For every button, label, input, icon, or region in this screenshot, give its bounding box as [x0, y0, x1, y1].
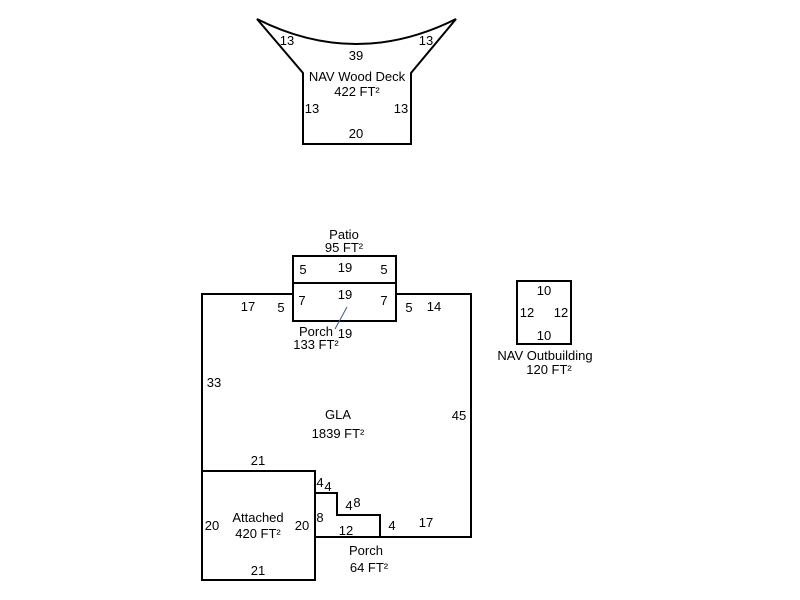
area-name: Porch [349, 543, 383, 558]
outbuilding-area[interactable]: 10 12 12 10 NAV Outbuilding 120 FT² [497, 280, 593, 377]
dimension-label: 39 [349, 48, 363, 63]
dimension-label: 4 [345, 498, 352, 513]
dimension-label: 10 [537, 283, 551, 298]
dimension-label: 20 [205, 518, 219, 533]
patio-area[interactable]: Patio 95 FT² 5 19 5 [292, 227, 397, 284]
dimension-label: 4 [388, 518, 395, 533]
dimension-label: 4 [316, 475, 323, 490]
dimension-label: 8 [353, 495, 360, 510]
label-pointer [334, 306, 348, 330]
dimension-label: 21 [251, 453, 265, 468]
dimension-label: 5 [299, 262, 306, 277]
area-size: 420 FT² [235, 526, 281, 541]
area-name: NAV Outbuilding [497, 348, 592, 363]
dimension-label: 13 [305, 101, 319, 116]
dimension-label: 33 [207, 375, 221, 390]
area-size: 95 FT² [325, 240, 364, 255]
outbuilding-outline [516, 280, 572, 345]
dimension-label: 13 [419, 33, 433, 48]
area-name: Patio [329, 227, 359, 242]
front-porch-outline [292, 282, 397, 322]
dimension-label: 45 [452, 408, 466, 423]
dimension-label: 4 [324, 479, 331, 494]
garage-area[interactable]: 21 20 20 Attached 420 FT² 21 [201, 453, 316, 581]
dimension-label: 17 [419, 515, 433, 530]
area-size: 133 FT² [293, 337, 339, 352]
dimension-label: 5 [277, 300, 284, 315]
dimension-label: 13 [394, 101, 408, 116]
area-size: 64 FT² [350, 560, 389, 575]
area-size: 422 FT² [334, 84, 380, 99]
deck-outline [256, 18, 457, 145]
dimension-label: 10 [537, 328, 551, 343]
dimension-label: 19 [338, 287, 352, 302]
deck-area[interactable]: 13 39 13 NAV Wood Deck 422 FT² 13 13 20 [256, 18, 457, 145]
dimension-label: 20 [349, 126, 363, 141]
area-size: 120 FT² [526, 362, 572, 377]
dimension-label: 12 [520, 305, 534, 320]
dimension-label: 5 [405, 300, 412, 315]
dimension-label: 8 [316, 510, 323, 525]
dimension-label: 12 [554, 305, 568, 320]
dimension-label: 20 [295, 518, 309, 533]
garage-outline [201, 470, 316, 581]
area-name: GLA [325, 407, 351, 422]
rear-porch-outline [315, 492, 381, 537]
dimension-label: 5 [380, 262, 387, 277]
dimension-label: 19 [338, 260, 352, 275]
dimension-label: 7 [380, 293, 387, 308]
rear-porch-area[interactable]: 4 4 4 8 8 12 4 Porch 64 FT² [315, 475, 396, 575]
area-name: Porch [299, 324, 333, 339]
dimension-label: 7 [298, 293, 305, 308]
front-porch-area[interactable]: 7 19 7 19 Porch 133 FT² [292, 282, 397, 352]
dimension-label: 17 [241, 299, 255, 314]
dimension-label: 14 [427, 299, 441, 314]
dimension-label: 21 [251, 563, 265, 578]
area-size: 1839 FT² [312, 426, 365, 441]
dimension-label: 12 [339, 523, 353, 538]
area-name: NAV Wood Deck [309, 69, 406, 84]
dimension-label: 13 [280, 33, 294, 48]
area-name: Attached [232, 510, 283, 525]
gla-area[interactable]: 17 5 5 14 33 45 GLA 1839 FT² 21 17 [201, 293, 472, 580]
dimension-label: 19 [338, 326, 352, 341]
